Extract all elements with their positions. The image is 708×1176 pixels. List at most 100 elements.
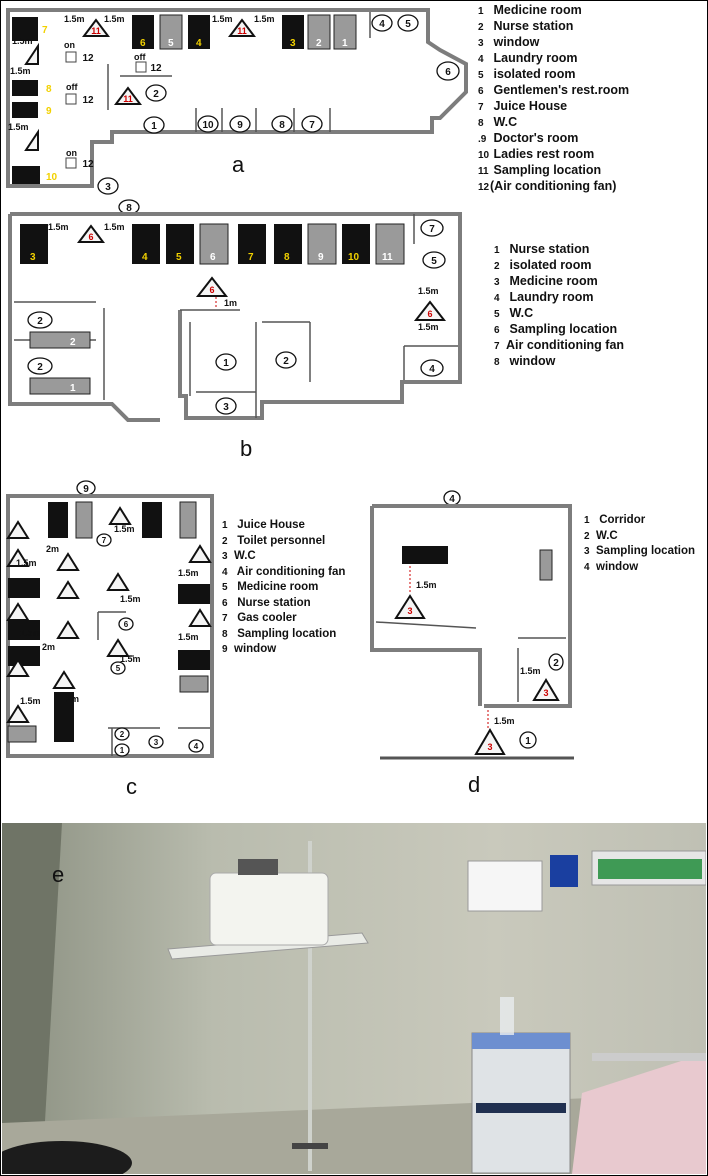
svg-text:9: 9 xyxy=(318,252,324,263)
svg-text:6: 6 xyxy=(140,38,146,49)
svg-text:5: 5 xyxy=(176,252,182,263)
svg-text:1.5m: 1.5m xyxy=(178,632,199,642)
svg-text:6: 6 xyxy=(88,232,93,242)
svg-text:6: 6 xyxy=(209,285,214,295)
svg-text:12: 12 xyxy=(82,95,94,106)
svg-text:7: 7 xyxy=(429,224,435,235)
svg-text:8: 8 xyxy=(126,203,132,214)
svg-text:2m: 2m xyxy=(66,694,79,704)
svg-text:6: 6 xyxy=(210,252,216,263)
svg-text:3: 3 xyxy=(105,182,111,193)
svg-text:on: on xyxy=(64,40,75,50)
svg-text:1.5m: 1.5m xyxy=(120,654,141,664)
svg-text:6: 6 xyxy=(427,309,432,319)
svg-text:9: 9 xyxy=(46,106,52,117)
svg-text:11: 11 xyxy=(237,26,247,36)
svg-text:9: 9 xyxy=(237,120,243,131)
svg-text:8: 8 xyxy=(284,252,290,263)
svg-text:8: 8 xyxy=(279,120,285,131)
svg-text:2: 2 xyxy=(553,658,559,669)
svg-text:2m: 2m xyxy=(42,642,55,652)
svg-text:1.5m: 1.5m xyxy=(16,558,37,568)
svg-text:3: 3 xyxy=(407,606,412,616)
svg-text:1: 1 xyxy=(223,358,229,369)
legend-a: 1 Medicine room 2 Nurse station 3 window… xyxy=(478,3,630,193)
plan-a: 7 6 5 4 3 2 1 8 9 10 11 11 11 1.5m 1.5m … xyxy=(6,8,468,195)
svg-text:1.5m: 1.5m xyxy=(12,36,33,46)
svg-text:4: 4 xyxy=(194,742,199,751)
svg-text:12: 12 xyxy=(150,63,162,74)
svg-text:5: 5 xyxy=(431,256,437,267)
floor-plans: 7 6 5 4 3 2 1 8 9 10 11 11 11 1.5m 1.5m … xyxy=(6,8,574,760)
svg-text:2m: 2m xyxy=(46,544,59,554)
plan-b: 8 3 4 5 6 7 8 9 10 11 2 1 6 6 6 1.5m 1.5… xyxy=(8,199,462,422)
svg-text:1.5m: 1.5m xyxy=(418,286,439,296)
svg-text:1.5m: 1.5m xyxy=(20,696,41,706)
svg-text:2: 2 xyxy=(120,730,125,739)
svg-text:1.5m: 1.5m xyxy=(494,716,515,726)
plan-c: 9 1.5m 2m 1.5m 1 xyxy=(6,480,214,758)
svg-text:3: 3 xyxy=(30,252,36,263)
svg-text:12: 12 xyxy=(82,53,94,64)
svg-text:1.5m: 1.5m xyxy=(20,628,41,638)
legend-b: 1 Nurse station 2 isolated room 3 Medici… xyxy=(494,242,625,368)
svg-text:1.5m: 1.5m xyxy=(520,666,541,676)
svg-text:1.5m: 1.5m xyxy=(10,66,31,76)
svg-text:off: off xyxy=(134,52,146,62)
svg-text:3: 3 xyxy=(154,738,159,747)
svg-text:4: 4 xyxy=(429,364,435,375)
svg-text:1.5m: 1.5m xyxy=(212,14,233,24)
panel-label-d: d xyxy=(468,772,481,797)
panel-label-a: a xyxy=(232,152,245,177)
svg-text:1: 1 xyxy=(120,746,125,755)
svg-text:1.5m: 1.5m xyxy=(254,14,275,24)
svg-text:5: 5 xyxy=(116,664,121,673)
svg-text:off: off xyxy=(66,82,78,92)
bed-number: 7 xyxy=(42,25,48,36)
svg-text:4: 4 xyxy=(379,19,385,30)
svg-text:1.5m: 1.5m xyxy=(418,322,439,332)
svg-text:1.5m: 1.5m xyxy=(48,222,69,232)
svg-text:7: 7 xyxy=(102,536,107,545)
svg-text:2: 2 xyxy=(70,337,76,348)
plan-d: 4 3 3 3 1.5m 1.5m 1.5m 2 1 xyxy=(370,490,574,760)
svg-text:2: 2 xyxy=(37,316,43,327)
svg-text:6: 6 xyxy=(445,67,451,78)
svg-text:1: 1 xyxy=(342,38,348,49)
svg-text:1.5m: 1.5m xyxy=(114,524,135,534)
svg-text:1.5m: 1.5m xyxy=(104,222,125,232)
svg-text:11: 11 xyxy=(91,26,101,36)
svg-text:2: 2 xyxy=(283,356,289,367)
panel-label-c: c xyxy=(126,774,137,799)
panel-label-e: e xyxy=(52,862,65,887)
svg-text:9: 9 xyxy=(83,484,89,495)
svg-text:10: 10 xyxy=(348,252,360,263)
svg-text:5: 5 xyxy=(405,19,411,30)
svg-text:1.5m: 1.5m xyxy=(8,122,29,132)
svg-text:7: 7 xyxy=(309,120,315,131)
svg-text:4: 4 xyxy=(449,494,455,505)
svg-text:3: 3 xyxy=(487,742,492,752)
svg-text:3: 3 xyxy=(543,688,548,698)
svg-text:10: 10 xyxy=(46,172,58,183)
svg-text:2: 2 xyxy=(153,89,159,100)
svg-text:1: 1 xyxy=(151,121,157,132)
svg-text:12: 12 xyxy=(82,159,94,170)
svg-text:3: 3 xyxy=(290,38,296,49)
svg-text:2: 2 xyxy=(316,38,322,49)
svg-text:8: 8 xyxy=(46,84,52,95)
svg-text:1.5m: 1.5m xyxy=(104,14,125,24)
svg-text:10: 10 xyxy=(202,120,214,131)
svg-text:1: 1 xyxy=(525,736,531,747)
panel-label-b: b xyxy=(240,436,253,461)
svg-text:11: 11 xyxy=(382,252,393,263)
svg-text:1m: 1m xyxy=(224,298,237,308)
svg-text:3: 3 xyxy=(223,402,229,413)
svg-text:7: 7 xyxy=(248,252,254,263)
svg-text:1.5m: 1.5m xyxy=(178,568,199,578)
svg-text:on: on xyxy=(66,148,77,158)
svg-text:4: 4 xyxy=(142,252,148,263)
svg-text:4: 4 xyxy=(196,38,202,49)
